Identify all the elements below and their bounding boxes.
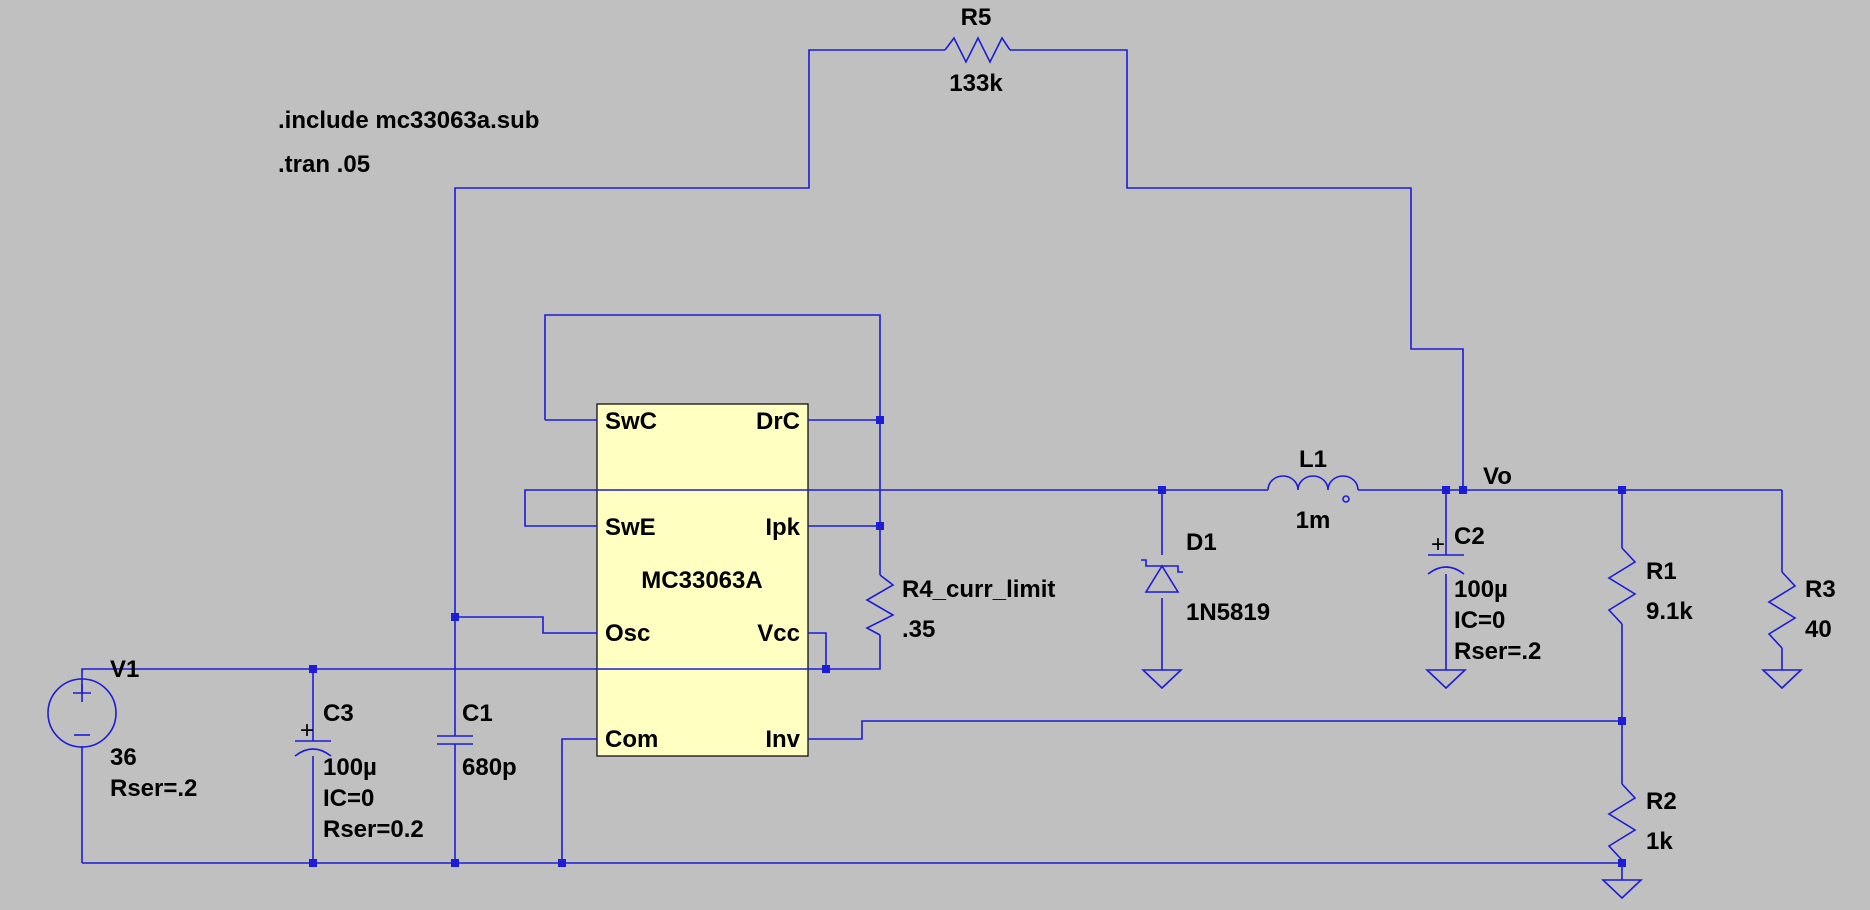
c2-name: C2: [1454, 523, 1485, 550]
r1-name: R1: [1646, 558, 1677, 585]
ic-pin-drc: DrC: [756, 408, 800, 435]
svg-text:+: +: [300, 717, 314, 744]
c1-name: C1: [462, 700, 493, 727]
ground-d1-icon: [1140, 669, 1184, 690]
c3-ic: IC=0: [323, 785, 374, 812]
include-directive[interactable]: .include mc33063a.sub: [278, 107, 539, 134]
d1-name: D1: [1186, 529, 1217, 556]
resistor-r5[interactable]: [944, 36, 1011, 64]
tran-directive[interactable]: .tran .05: [278, 151, 370, 178]
junctions: [309, 416, 1626, 867]
ic-pin-vcc: Vcc: [757, 620, 800, 647]
r1-value: 9.1k: [1646, 598, 1693, 625]
c2-rser: Rser=.2: [1454, 638, 1541, 665]
v1-value: 36: [110, 744, 137, 771]
r4-name: R4_curr_limit: [902, 576, 1055, 603]
ground-c2-icon: [1424, 669, 1468, 690]
c2-value: 100µ: [1454, 576, 1508, 603]
capacitor-c2[interactable]: +: [1427, 531, 1465, 575]
r3-name: R3: [1805, 576, 1836, 603]
capacitor-c3[interactable]: +: [294, 717, 332, 757]
r2-name: R2: [1646, 788, 1677, 815]
ic-pin-osc: Osc: [605, 620, 650, 647]
r2-value: 1k: [1646, 828, 1673, 855]
svg-text:+: +: [1431, 531, 1445, 558]
v1-name: V1: [110, 656, 139, 683]
vo-label: Vo: [1483, 463, 1512, 490]
r3-value: 40: [1805, 616, 1832, 643]
capacitor-c1[interactable]: [437, 735, 473, 745]
l1-value: 1m: [1296, 507, 1331, 534]
ground-r3-icon: [1760, 669, 1804, 690]
ic-body[interactable]: [596, 403, 809, 757]
ic-pin-inv: Inv: [765, 726, 800, 753]
resistor-r1[interactable]: [1607, 547, 1637, 625]
c1-value: 680p: [462, 754, 517, 781]
ground-main-icon: [1600, 879, 1644, 900]
resistor-r3[interactable]: [1767, 571, 1797, 649]
c3-name: C3: [323, 700, 354, 727]
v1-rser: Rser=.2: [110, 775, 197, 802]
ic-pin-ipk: Ipk: [765, 514, 800, 541]
r4-value: .35: [902, 616, 935, 643]
inductor-l1[interactable]: [1267, 475, 1359, 503]
c2-ic: IC=0: [1454, 607, 1505, 634]
diode-d1[interactable]: [1141, 559, 1183, 593]
ic-pin-swe: SwE: [605, 514, 656, 541]
l1-name: L1: [1299, 446, 1327, 473]
resistor-r4[interactable]: [865, 574, 895, 636]
r5-name: R5: [961, 4, 992, 31]
d1-value: 1N5819: [1186, 599, 1270, 626]
wires: [81, 49, 1783, 880]
resistor-r2[interactable]: [1607, 783, 1637, 861]
c3-value: 100µ: [323, 754, 377, 781]
r5-value: 133k: [949, 70, 1003, 97]
ic-pin-swc: SwC: [605, 408, 657, 435]
voltage-source-v1[interactable]: [47, 678, 117, 748]
ic-pin-com: Com: [605, 726, 658, 753]
c3-rser: Rser=0.2: [323, 816, 424, 843]
ic-name: MC33063A: [641, 567, 762, 594]
